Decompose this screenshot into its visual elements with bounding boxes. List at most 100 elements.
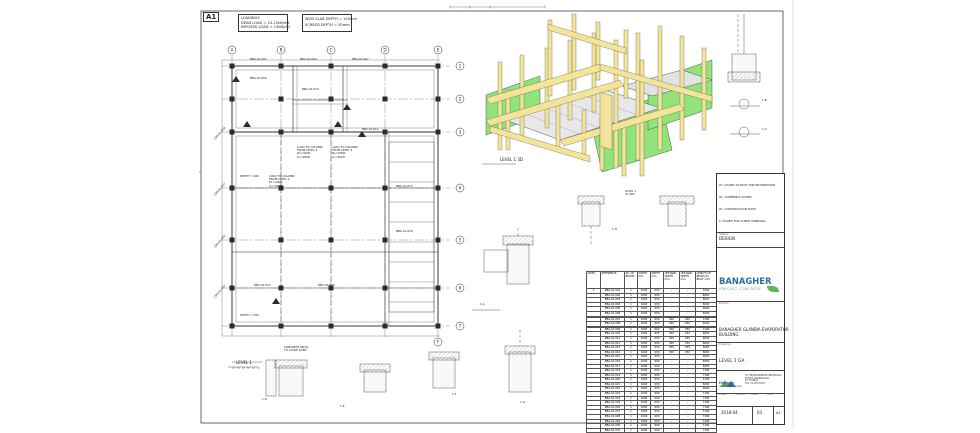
- grid-bubble: [380, 45, 390, 55]
- dead-load: DEAD LOAD = 13.15kN/m2: [241, 20, 290, 25]
- title-divider: [717, 393, 784, 394]
- schedule-row: [586, 315, 717, 318]
- grid-bubble: [455, 235, 465, 245]
- section-label: 1-G: [520, 400, 526, 404]
- grid-bubble: [455, 61, 465, 71]
- plan-column: [278, 129, 284, 135]
- project-caption: Project: [719, 301, 729, 305]
- section-label: 1-F: [452, 392, 457, 396]
- grid-bubble: [433, 337, 443, 347]
- section-detail-1B: [506, 243, 530, 285]
- company-subtitle: PRECAST CONCRETE: [719, 287, 762, 291]
- schedule-header-cell: No. OF BEAMS: [624, 271, 638, 289]
- plan-column: [328, 185, 334, 191]
- title-divider: [717, 370, 784, 371]
- floor-plan: [221, 55, 450, 338]
- grid-bubble-label: D: [383, 48, 386, 53]
- loadings-note: LOADINGS DEAD LOAD = 13.15kN/m2 IMPOSED …: [238, 14, 290, 32]
- schedule-cell: BBA-01-031: [600, 427, 625, 433]
- grid-bubble-label: 1: [459, 64, 462, 69]
- plan-column: [435, 129, 441, 135]
- grid-bubble: [455, 283, 465, 293]
- plan-column: [278, 323, 284, 329]
- engineer-subtitle: Consulting Engineers: [719, 385, 743, 388]
- iso-column: [497, 61, 503, 151]
- plan-column: [435, 323, 441, 329]
- section-detail-1E: [278, 365, 304, 397]
- plan-column: [435, 96, 441, 102]
- company-logo: BANAGHER PRECAST CONCRETE: [719, 276, 782, 299]
- title-divider: [717, 342, 784, 343]
- section-detail-1G: [432, 357, 456, 389]
- beam-tag: BBA-01-002: [250, 57, 267, 61]
- plan-column: [278, 185, 284, 191]
- grid-bubble-label: A: [231, 48, 234, 53]
- plan-column: [229, 63, 235, 69]
- drawn-caption: Drawn: [719, 393, 727, 396]
- beam-tag: BBA-01-010: [302, 87, 319, 91]
- title-cell-divider: [773, 406, 774, 424]
- revision-entry: 02 COMMENTS ADDED: [719, 195, 752, 199]
- plan-column: [435, 237, 441, 243]
- schedule-header-cell: WIDTH mm: [637, 271, 651, 289]
- plan-column: [278, 96, 284, 102]
- plan-column: [229, 185, 235, 191]
- drawing-number: 2018-04: [721, 410, 738, 415]
- plan-column: [328, 285, 334, 291]
- iso-column: [635, 32, 641, 161]
- beam-tag: BBA-01-024: [318, 283, 335, 287]
- grid-bubble-label: 3: [459, 130, 462, 135]
- schedule-cell: 600: [650, 427, 664, 433]
- grid-bubble: [455, 183, 465, 193]
- title-divider: [717, 301, 784, 302]
- engineer-logo-icon: [720, 380, 736, 387]
- section-markers: [232, 76, 366, 304]
- revision-entry: 01 CONSTRUCTION ISSUE: [719, 207, 756, 211]
- view-title-underlines: [228, 105, 760, 368]
- schedule-cell: 1: [624, 427, 638, 433]
- plan-column: [229, 129, 235, 135]
- beam-tag: BBA-01-018: [396, 229, 413, 233]
- title-cell-divider: [752, 406, 753, 424]
- section-detail-1H: [508, 351, 532, 393]
- beam-tag: BBA-01-004: [300, 57, 317, 61]
- title-divider: [717, 406, 784, 407]
- section-details: [232, 14, 761, 397]
- iso-column: [701, 47, 707, 131]
- plan-column: [382, 96, 388, 102]
- plan-column: [229, 323, 235, 329]
- iso-column: [657, 25, 663, 151]
- plan-column: [382, 129, 388, 135]
- grid-bubble-label: 5: [459, 238, 462, 243]
- section-detail-1F: [363, 369, 387, 393]
- plan-column: [382, 323, 388, 329]
- section-label: 1-E: [340, 404, 345, 408]
- section-detail-1D: [667, 201, 687, 227]
- grid-bubble-label: E: [437, 48, 440, 53]
- schedule-row: [586, 325, 717, 328]
- schedule-header-cell: UPSTAND DEPTH mm: [679, 271, 696, 289]
- beam-tag: BBA-01-011: [362, 127, 379, 131]
- slab-note: WOD SLAB DEPTH = 150mm SCREED DEPTH = 50…: [302, 14, 357, 32]
- grid-bubble-label: 7: [459, 324, 462, 329]
- drawing-caption: Drawing: [719, 342, 731, 346]
- iso-beam: [485, 79, 625, 127]
- iso-view-label: LEVEL 1 3D: [500, 157, 523, 162]
- slab-depth: WOD SLAB DEPTH = 150mm: [305, 17, 357, 21]
- grid-bubble-label: B: [280, 48, 283, 53]
- plan-column: [435, 63, 441, 69]
- plan-column: [229, 237, 235, 243]
- plan-column: [328, 129, 334, 135]
- depth-tag: DEPTH = 900: [240, 174, 259, 178]
- company-name: BANAGHER: [719, 276, 772, 286]
